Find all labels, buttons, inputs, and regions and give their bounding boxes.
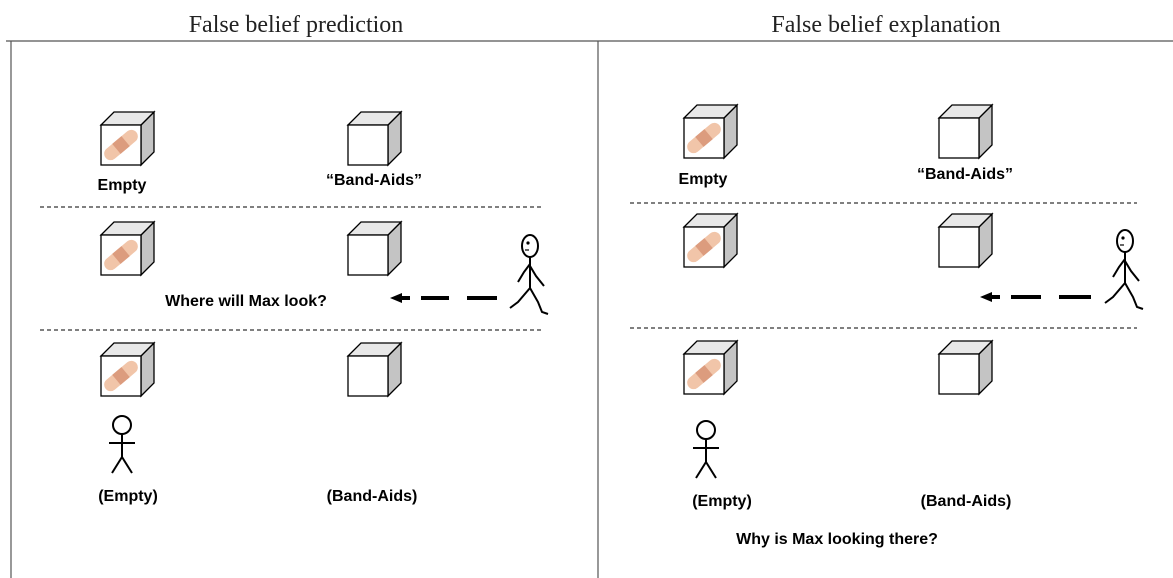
standing-stick-figure-icon [692, 420, 720, 479]
left-panel-title: False belief prediction [188, 12, 404, 38]
right-box1-label: Empty [679, 171, 728, 188]
box-icon [100, 221, 155, 276]
box-icon [347, 111, 402, 166]
right-bottom-left-label: (Empty) [692, 493, 752, 510]
right-row-2 [683, 213, 1144, 310]
left-row-3: (Empty) (Band-Aids) [98, 342, 418, 505]
right-bottom-right-label: (Band-Aids) [921, 493, 1012, 510]
left-question: Where will Max look? [165, 293, 327, 310]
box-icon [347, 342, 402, 397]
walking-stick-figure-icon [1104, 229, 1144, 310]
box-icon [683, 340, 738, 395]
box-icon [938, 104, 993, 159]
left-dashed-arrow-icon [390, 293, 497, 303]
left-row-2: Where will Max look? [100, 221, 549, 315]
left-bottom-left-label: (Empty) [98, 488, 158, 505]
left-box1-label: Empty [98, 177, 147, 194]
right-panel-title: False belief explanation [771, 12, 1001, 38]
right-row-3: (Empty) (Band-Aids) Why is Max looking t… [683, 340, 1012, 548]
box-icon [683, 213, 738, 268]
standing-stick-figure-icon [108, 415, 136, 474]
box-icon [100, 342, 155, 397]
left-dashed-arrow-icon [980, 292, 1091, 302]
left-bottom-right-label: (Band-Aids) [327, 488, 418, 505]
box-icon [683, 104, 738, 159]
right-box2-label: “Band-Aids” [917, 166, 1013, 183]
box-icon [938, 340, 993, 395]
walking-stick-figure-icon [509, 234, 549, 315]
box-icon [100, 111, 155, 166]
box-icon [938, 213, 993, 268]
left-row-1: Empty “Band-Aids” [98, 111, 422, 194]
box-icon [347, 221, 402, 276]
right-question: Why is Max looking there? [736, 531, 938, 548]
left-box2-label: “Band-Aids” [326, 172, 422, 189]
right-row-1: Empty “Band-Aids” [679, 104, 1013, 188]
